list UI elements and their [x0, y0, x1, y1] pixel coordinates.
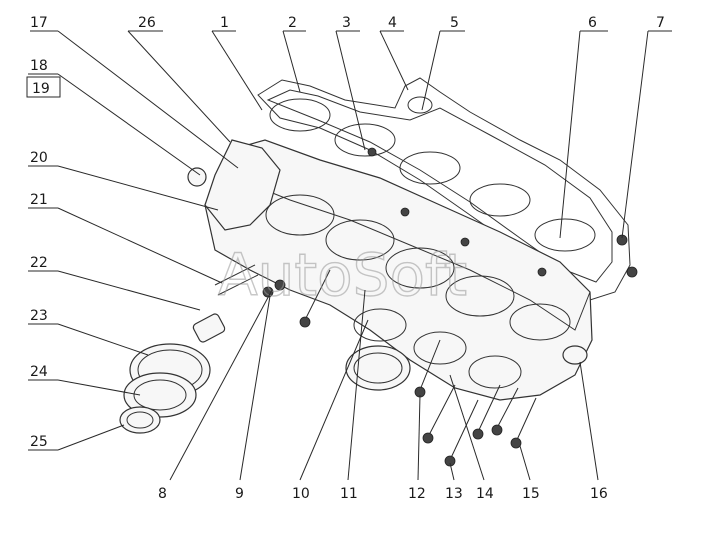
- rear-seal-inner: [353, 352, 403, 384]
- callout-8: 8: [158, 486, 167, 502]
- shaft-spacer: [192, 313, 226, 343]
- callout-18: 18: [30, 58, 48, 74]
- gasket-plate: [257, 77, 631, 301]
- pulley-rear-groove: [133, 379, 187, 411]
- retaining-ring: [119, 406, 161, 434]
- callout-16: 16: [590, 486, 608, 502]
- watermark-text: AutoSoft: [218, 241, 467, 309]
- side-plug: [562, 345, 588, 365]
- crank-shaft: [214, 264, 259, 296]
- callout-6: 6: [588, 15, 597, 31]
- callout-2: 2: [288, 15, 297, 31]
- bearing-cap-3: [468, 355, 522, 389]
- gasket-bore-5: [534, 218, 596, 252]
- bore-4: [445, 275, 515, 317]
- callout-22: 22: [30, 255, 48, 271]
- callout-1: 1: [220, 15, 229, 31]
- callout-24: 24: [30, 364, 48, 380]
- callout-labels: 17 26 1 2 3 4 5 6 7 18 19 20 21 22 23 24…: [30, 15, 665, 502]
- callout-15: 15: [522, 486, 540, 502]
- breather-cap: [187, 167, 207, 187]
- callout-17: 17: [30, 15, 48, 31]
- gasket-bore-4: [469, 183, 531, 217]
- callout-9: 9: [235, 486, 244, 502]
- callout-13: 13: [445, 486, 463, 502]
- gasket-bore-3: [399, 151, 461, 185]
- callout-25: 25: [30, 434, 48, 450]
- callout-3: 3: [342, 15, 351, 31]
- gasket-bore-1: [269, 98, 331, 132]
- bolts: [262, 147, 638, 467]
- callout-21: 21: [30, 192, 48, 208]
- callout-11: 11: [340, 486, 358, 502]
- callout-19-box: [26, 76, 61, 98]
- retaining-ring-inner: [126, 411, 154, 429]
- bore-5: [509, 303, 571, 341]
- bore-2: [325, 219, 395, 261]
- crankcase: [204, 139, 593, 401]
- callout-10: 10: [292, 486, 310, 502]
- leader-lines: [28, 30, 672, 481]
- engine-block-drawing: [119, 77, 638, 467]
- bearing-cap-2: [413, 331, 467, 365]
- bore-1: [265, 194, 335, 236]
- front-housing: [204, 139, 281, 231]
- callout-23: 23: [30, 308, 48, 324]
- callout-5: 5: [450, 15, 459, 31]
- callout-12: 12: [408, 486, 426, 502]
- bearing-cap-1: [353, 308, 407, 342]
- gasket-inner: [266, 89, 613, 283]
- gasket-hole: [407, 96, 433, 114]
- callout-20: 20: [30, 150, 48, 166]
- callout-14: 14: [476, 486, 494, 502]
- callout-19: 19: [32, 81, 50, 97]
- gasket-bore-2: [334, 123, 396, 157]
- callout-7: 7: [656, 15, 665, 31]
- callout-4: 4: [388, 15, 397, 31]
- bore-3: [385, 247, 455, 289]
- callout-26: 26: [138, 15, 156, 31]
